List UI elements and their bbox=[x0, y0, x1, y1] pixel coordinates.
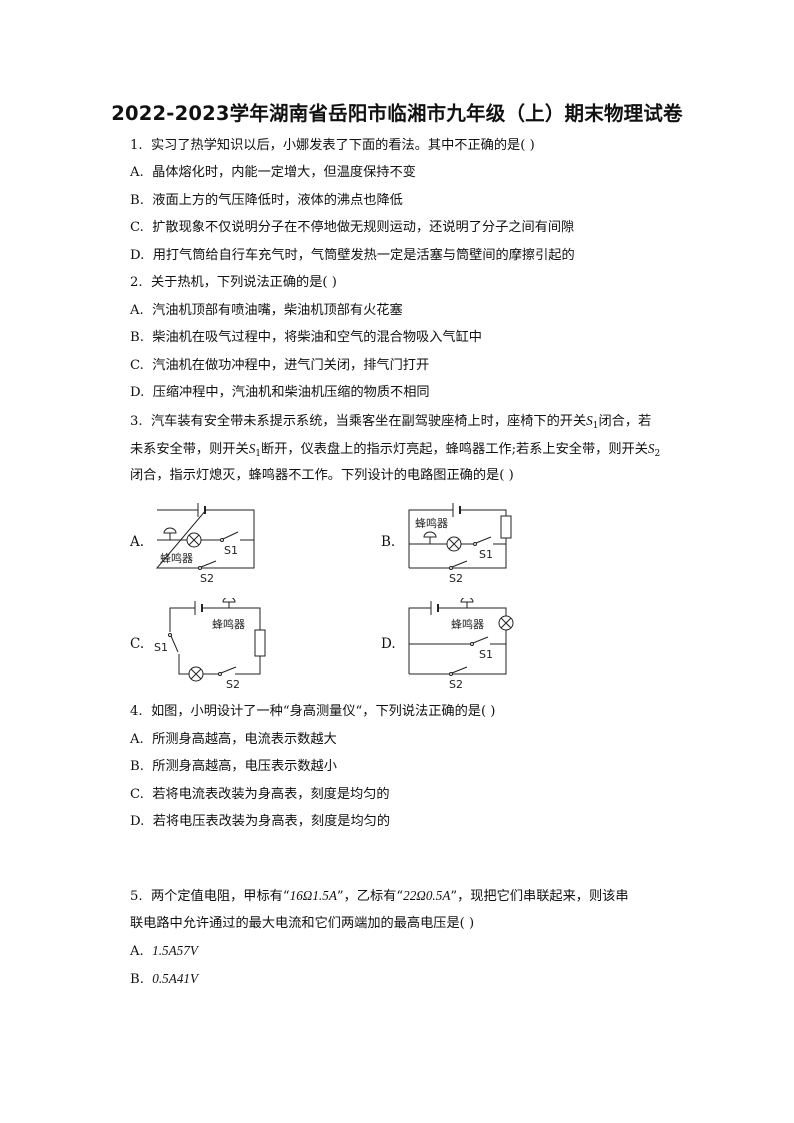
svg-text:S2: S2 bbox=[449, 678, 463, 691]
question-1-option-d: D. 用打气筒给自行车充气时，气筒壁发热一定是活塞与筒壁间的摩擦引起的 bbox=[130, 248, 575, 263]
svg-text:S2: S2 bbox=[226, 678, 240, 691]
circuit-diagram-a: 蜂鸣器 S1 S2 bbox=[155, 503, 255, 585]
question-5-option-b: B. 0.5A41V bbox=[130, 971, 199, 987]
question-4-option-b: B. 所测身高越高，电压表示数越小 bbox=[130, 759, 337, 774]
question-5-stem-line1: 5. 两个定值电阻，甲标有“16Ω1.5A”，乙标有“22Ω0.5A”，现把它们… bbox=[130, 888, 629, 904]
svg-text:S1: S1 bbox=[154, 641, 168, 654]
question-5-option-a: A. 1.5A57V bbox=[130, 943, 198, 959]
question-5-stem-line2: 联电路中允许通过的最大电流和它们两端加的最高电压是( ) bbox=[130, 916, 475, 931]
question-4-option-d: D. 若将电压表改装为身高表，刻度是均匀的 bbox=[130, 814, 391, 829]
question-1-option-a: A. 晶体熔化时，内能一定增大，但温度保持不变 bbox=[130, 165, 416, 180]
question-number: 2. bbox=[130, 275, 143, 290]
question-3-stem-line3: 闭合，指示灯熄灭，蜂鸣器不工作。下列设计的电路图正确的是( ) bbox=[130, 468, 514, 483]
question-3-stem-line1: 3. 汽车装有安全带未系提示系统，当乘客坐在副驾驶座椅上时，座椅下的开关S1闭合… bbox=[130, 413, 652, 431]
diagram-d-label: D. bbox=[381, 636, 396, 652]
svg-text:S1: S1 bbox=[479, 548, 493, 561]
circuit-diagram-d: 蜂鸣器 S1 S2 bbox=[408, 598, 514, 691]
question-number: 1. bbox=[130, 138, 143, 153]
svg-text:S1: S1 bbox=[479, 648, 493, 661]
svg-text:S1: S1 bbox=[224, 544, 238, 557]
svg-text:蜂鸣器: 蜂鸣器 bbox=[212, 617, 245, 631]
circuit-diagram-b: 蜂鸣器 S1 S2 bbox=[408, 503, 512, 585]
question-2-option-a: A. 汽油机顶部有喷油嘴，柴油机顶部有火花塞 bbox=[130, 303, 403, 318]
svg-text:蜂鸣器: 蜂鸣器 bbox=[451, 617, 484, 631]
question-2-option-d: D. 压缩冲程中，汽油机和柴油机压缩的物质不相同 bbox=[130, 385, 430, 400]
svg-text:蜂鸣器: 蜂鸣器 bbox=[160, 551, 193, 565]
question-4-stem: 4. 如图，小明设计了一种“身高测量仪“，下列说法正确的是( ) bbox=[130, 704, 496, 719]
question-4-option-a: A. 所测身高越高，电流表示数越大 bbox=[130, 732, 337, 747]
svg-text:蜂鸣器: 蜂鸣器 bbox=[415, 516, 448, 530]
diagram-c-label: C. bbox=[130, 636, 145, 652]
circuit-diagram-c: 蜂鸣器 S1 S2 bbox=[154, 598, 266, 691]
question-1-option-c: C. 扩散现象不仅说明分子在不停地做无规则运动，还说明了分子之间有间隙 bbox=[130, 220, 575, 235]
diagram-b-label: B. bbox=[381, 534, 396, 550]
page-title: 2022-2023学年湖南省岳阳市临湘市九年级（上）期末物理试卷 bbox=[111, 102, 683, 125]
question-1-stem: 1. 实习了热学知识以后，小娜发表了下面的看法。其中不正确的是( ) bbox=[130, 138, 535, 153]
question-3-stem-line2: 未系安全带，则开关S1断开，仪表盘上的指示灯亮起，蜂鸣器工作;若系上安全带，则开… bbox=[130, 441, 661, 459]
question-1-option-b: B. 液面上方的气压降低时，液体的沸点也降低 bbox=[130, 193, 403, 208]
diagram-a-label: A. bbox=[130, 534, 145, 550]
question-2-option-b: B. 柴油机在吸气过程中，将柴油和空气的混合物吸入气缸中 bbox=[130, 330, 482, 345]
svg-text:S2: S2 bbox=[449, 572, 463, 585]
question-2-option-c: C. 汽油机在做功冲程中，进气门关闭，排气门打开 bbox=[130, 358, 430, 373]
question-2-stem: 2. 关于热机，下列说法正确的是( ) bbox=[130, 275, 337, 290]
question-4-option-c: C. 若将电流表改装为身高表，刻度是均匀的 bbox=[130, 787, 390, 802]
svg-text:S2: S2 bbox=[200, 572, 214, 585]
